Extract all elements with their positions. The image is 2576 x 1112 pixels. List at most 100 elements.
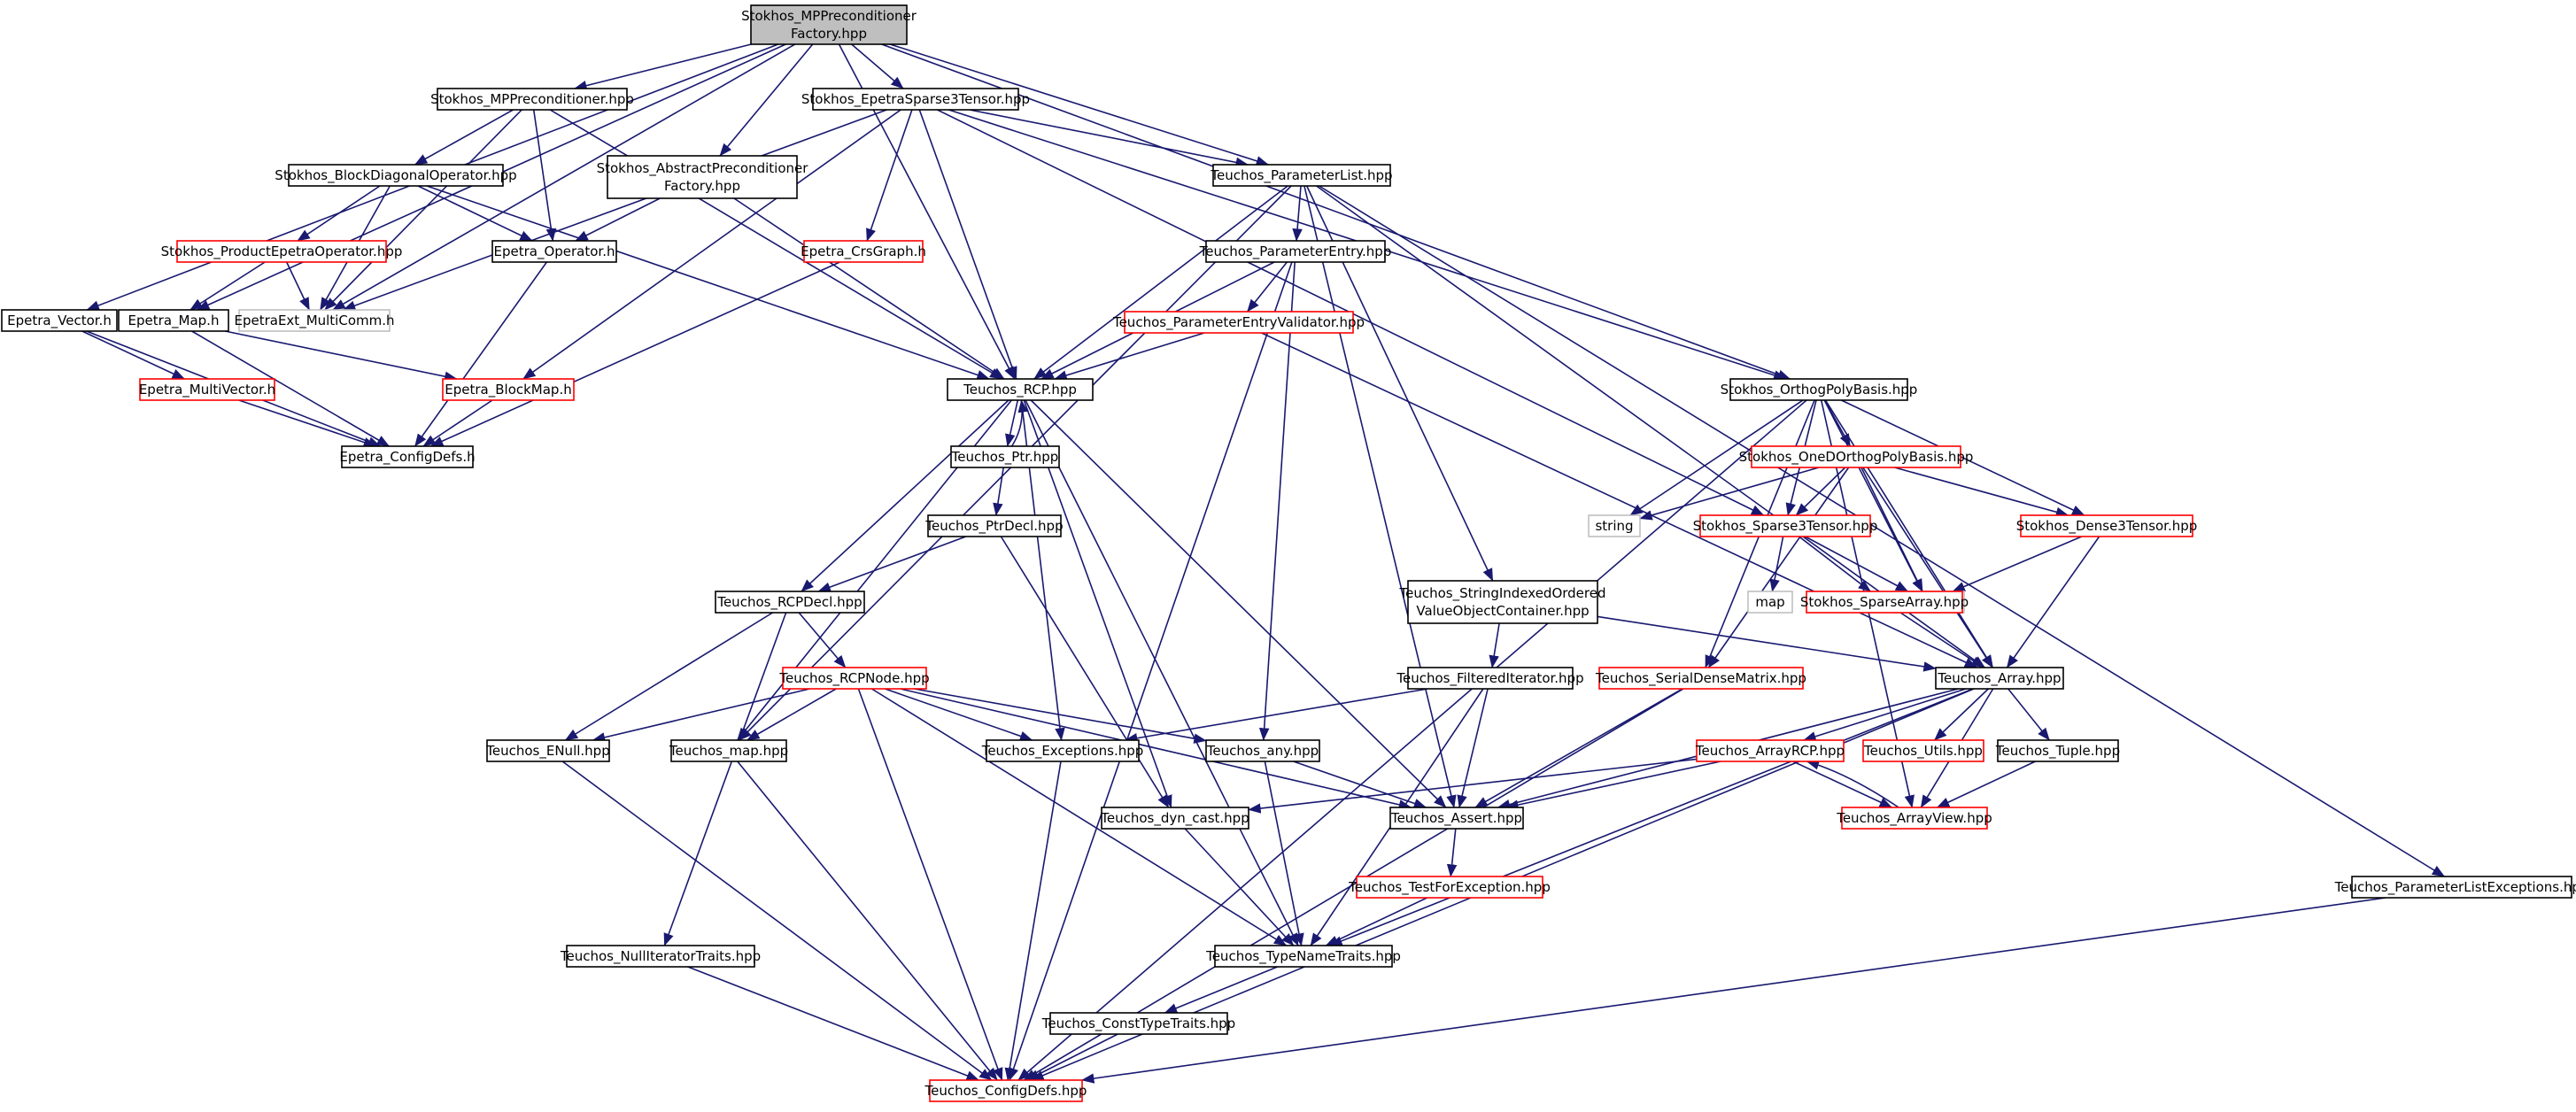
node-tuple[interactable]: Teuchos_Tuple.hpp — [1995, 739, 2120, 762]
node-epcfg[interactable]: Epetra_ConfigDefs.h — [339, 445, 476, 468]
node-box[interactable] — [986, 739, 1140, 762]
node-box[interactable] — [1124, 311, 1354, 334]
node-box[interactable] — [1407, 580, 1598, 624]
node-pevalid[interactable]: Teuchos_ParameterEntryValidator.hpp — [1112, 311, 1365, 334]
node-box[interactable] — [1806, 591, 1963, 614]
node-box[interactable] — [442, 378, 575, 401]
node-box[interactable] — [2351, 876, 2572, 899]
node-typename[interactable]: Teuchos_TypeNameTraits.hpp — [1205, 945, 1401, 968]
node-plexc[interactable]: Teuchos_ParameterListExceptions.hpp — [2334, 876, 2576, 899]
node-box[interactable] — [1407, 667, 1574, 690]
node-tmap[interactable]: Teuchos_map.hpp — [669, 739, 788, 762]
node-box[interactable] — [1598, 667, 1804, 690]
node-epvector[interactable]: Epetra_Vector.h — [1, 309, 118, 332]
node-sparse3[interactable]: Stokhos_Sparse3Tensor.hpp — [1693, 514, 1878, 537]
node-sivoc[interactable]: Teuchos_StringIndexedOrderedValueObjectC… — [1399, 580, 1606, 624]
node-utils[interactable]: Teuchos_Utils.hpp — [1862, 739, 1984, 762]
edge-orthopoly-to-string — [1629, 399, 1804, 516]
node-box[interactable] — [782, 667, 927, 690]
node-box[interactable] — [1696, 739, 1845, 762]
node-box[interactable] — [1049, 1012, 1228, 1035]
node-oned[interactable]: Stokhos_OneDOrthogPolyBasis.hpp — [1739, 445, 1974, 468]
node-epbmap[interactable]: Epetra_BlockMap.h — [442, 378, 575, 401]
node-rcpnode[interactable]: Teuchos_RCPNode.hpp — [778, 667, 930, 690]
node-mpprec[interactable]: Stokhos_MPPreconditioner.hpp — [430, 88, 634, 111]
node-box[interactable] — [947, 378, 1094, 401]
node-box[interactable] — [486, 739, 610, 762]
node-box[interactable] — [288, 164, 504, 187]
node-exc[interactable]: Teuchos_Exceptions.hpp — [981, 739, 1144, 762]
node-filtit[interactable]: Teuchos_FilteredIterator.hpp — [1396, 667, 1584, 690]
node-string[interactable]: string — [1588, 514, 1641, 537]
node-nulltrait[interactable]: Teuchos_NullIteratorTraits.hpp — [560, 945, 761, 968]
node-box[interactable] — [2020, 514, 2193, 537]
node-prodep[interactable]: Stokhos_ProductEpetraOperator.hpp — [161, 240, 403, 263]
node-arrview[interactable]: Teuchos_ArrayView.hpp — [1836, 807, 1992, 830]
node-ptrdecl[interactable]: Teuchos_PtrDecl.hpp — [924, 514, 1064, 537]
node-box[interactable] — [812, 88, 1019, 111]
node-box[interactable] — [1205, 240, 1386, 263]
node-box[interactable] — [238, 309, 391, 332]
node-box[interactable] — [1699, 514, 1871, 537]
node-consttype[interactable]: Teuchos_ConstTypeTraits.hpp — [1041, 1012, 1235, 1035]
node-box[interactable] — [341, 445, 474, 468]
node-rcpdecl[interactable]: Teuchos_RCPDecl.hpp — [715, 591, 865, 614]
node-box[interactable] — [118, 309, 229, 332]
node-box[interactable] — [1841, 807, 1988, 830]
node-rcp[interactable]: Teuchos_RCP.hpp — [947, 378, 1094, 401]
node-any[interactable]: Teuchos_any.hpp — [1205, 739, 1320, 762]
node-epop[interactable]: Epetra_Operator.h — [491, 240, 617, 263]
node-epsparse3[interactable]: Stokhos_EpetraSparse3Tensor.hpp — [801, 88, 1030, 111]
node-box[interactable] — [1935, 667, 2064, 690]
node-map[interactable]: map — [1747, 591, 1793, 614]
node-box[interactable] — [950, 445, 1060, 468]
node-box[interactable] — [1356, 876, 1543, 899]
node-testexc[interactable]: Teuchos_TestForException.hpp — [1348, 876, 1551, 899]
node-box[interactable] — [927, 514, 1062, 537]
node-box[interactable] — [491, 240, 617, 263]
node-box[interactable] — [1212, 164, 1391, 187]
node-serdm[interactable]: Teuchos_SerialDenseMatrix.hpp — [1595, 667, 1806, 690]
node-box[interactable] — [715, 591, 865, 614]
node-array[interactable]: Teuchos_Array.hpp — [1935, 667, 2064, 690]
node-tcfg[interactable]: Teuchos_ConfigDefs.hpp — [924, 1079, 1087, 1102]
node-box[interactable] — [1101, 807, 1249, 830]
node-enull[interactable]: Teuchos_ENull.hpp — [485, 739, 610, 762]
node-box[interactable] — [607, 155, 798, 199]
node-box[interactable] — [1588, 514, 1641, 537]
node-epextmc[interactable]: EpetraExt_MultiComm.h — [234, 309, 395, 332]
node-blockdiag[interactable]: Stokhos_BlockDiagonalOperator.hpp — [275, 164, 517, 187]
node-epmv[interactable]: Epetra_MultiVector.h — [139, 378, 275, 401]
node-assert[interactable]: Teuchos_Assert.hpp — [1389, 807, 1524, 830]
node-box[interactable] — [929, 1079, 1083, 1102]
node-ptr[interactable]: Teuchos_Ptr.hpp — [950, 445, 1060, 468]
node-box[interactable] — [1729, 378, 1908, 401]
node-box[interactable] — [139, 378, 275, 401]
node-box[interactable] — [437, 88, 628, 111]
node-box[interactable] — [750, 4, 908, 45]
node-box[interactable] — [803, 240, 924, 263]
node-paramlist[interactable]: Teuchos_ParameterList.hpp — [1210, 164, 1393, 187]
node-absprec[interactable]: Stokhos_AbstractPreconditionerFactory.hp… — [597, 155, 809, 199]
node-dyncast[interactable]: Teuchos_dyn_cast.hpp — [1100, 807, 1249, 830]
node-box[interactable] — [566, 945, 755, 968]
node-crsgraph[interactable]: Epetra_CrsGraph.h — [801, 240, 926, 263]
node-epmap[interactable]: Epetra_Map.h — [118, 309, 229, 332]
node-orthopoly[interactable]: Stokhos_OrthogPolyBasis.hpp — [1721, 378, 1918, 401]
node-box[interactable] — [176, 240, 387, 263]
node-box[interactable] — [1205, 739, 1320, 762]
edge-path — [2006, 536, 2100, 668]
node-box[interactable] — [1, 309, 118, 332]
node-dense3[interactable]: Stokhos_Dense3Tensor.hpp — [2016, 514, 2198, 537]
node-box[interactable] — [1997, 739, 2119, 762]
node-box[interactable] — [1389, 807, 1524, 830]
node-sparsearr[interactable]: Stokhos_SparseArray.hpp — [1800, 591, 1969, 614]
node-box[interactable] — [670, 739, 787, 762]
node-arcp[interactable]: Teuchos_ArrayRCP.hpp — [1695, 739, 1845, 762]
node-box[interactable] — [1747, 591, 1793, 614]
node-box[interactable] — [1214, 945, 1393, 968]
node-paramentry[interactable]: Teuchos_ParameterEntry.hpp — [1199, 240, 1392, 263]
node-box[interactable] — [1751, 445, 1961, 468]
node-box[interactable] — [1862, 739, 1984, 762]
